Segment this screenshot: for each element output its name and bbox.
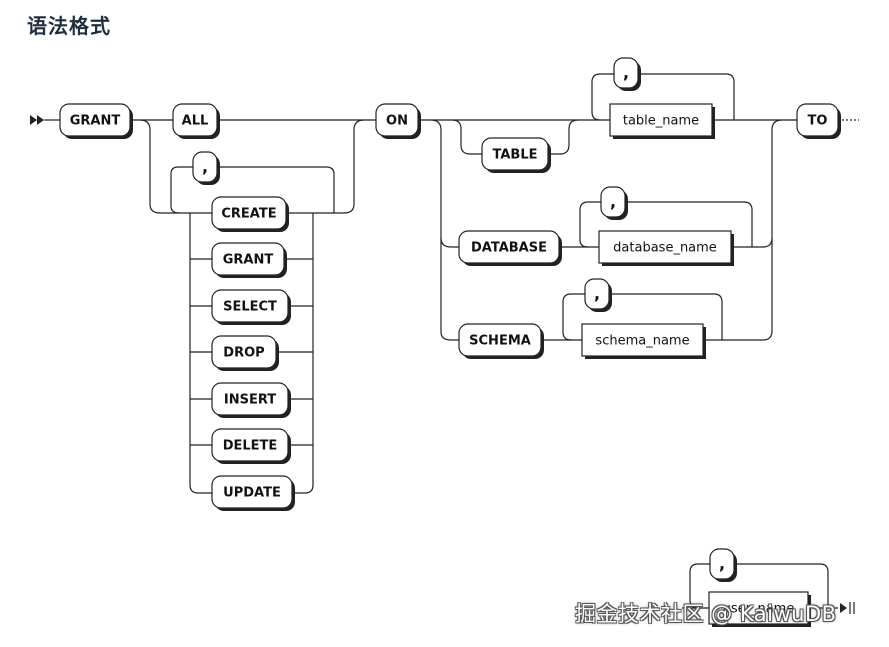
keyword-table-label: TABLE — [493, 148, 538, 163]
keyword-database: DATABASE — [458, 230, 562, 266]
keyword-privilege-create-label: CREATE — [221, 207, 276, 222]
keyword-privilege-drop: DROP — [211, 335, 279, 371]
end-arrow-icon — [840, 603, 847, 613]
keyword-privilege-drop-label: DROP — [223, 346, 264, 361]
separator-comma-user-label: , — [719, 554, 725, 573]
identifier-database-name-label: database_name — [613, 241, 717, 256]
keyword-privilege-insert: INSERT — [211, 382, 291, 418]
keyword-database-label: DATABASE — [471, 241, 547, 256]
separator-comma-database-label: , — [610, 192, 616, 211]
keyword-privilege-delete: DELETE — [211, 428, 291, 464]
keyword-privilege-grant-label: GRANT — [223, 253, 274, 268]
identifier-database-name: database_name — [598, 230, 734, 266]
keyword-schema: SCHEMA — [458, 323, 544, 359]
page-title: 语法格式 — [27, 14, 111, 38]
watermark: 掘金技术社区 @ KaiwuDB — [575, 602, 837, 626]
keyword-schema-label: SCHEMA — [469, 334, 531, 349]
separator-comma-database: , — [600, 186, 628, 220]
keyword-privilege-select-label: SELECT — [223, 300, 277, 315]
separator-comma-privileges: , — [192, 151, 220, 185]
keyword-privilege-create: CREATE — [211, 196, 289, 232]
diagram-lines — [30, 73, 859, 614]
keyword-grant: GRANT — [59, 103, 133, 139]
keyword-privilege-select: SELECT — [211, 289, 291, 325]
separator-comma-schema: , — [584, 278, 612, 312]
keyword-privilege-insert-label: INSERT — [224, 393, 276, 408]
keyword-table: TABLE — [481, 137, 551, 173]
separator-comma-schema-label: , — [594, 284, 600, 303]
identifier-schema-name-label: schema_name — [595, 334, 689, 349]
separator-comma-table-label: , — [623, 63, 629, 82]
keyword-to-label: TO — [808, 114, 828, 129]
separator-comma-privileges-label: , — [202, 157, 208, 176]
identifier-table-name: table_name — [609, 103, 715, 139]
keyword-privilege-update: UPDATE — [211, 475, 295, 511]
keyword-on-label: ON — [386, 114, 408, 129]
identifier-user-name-label: user_name — [723, 602, 795, 617]
identifier-schema-name: schema_name — [581, 323, 706, 359]
keyword-to: TO — [796, 103, 841, 139]
identifier-table-name-label: table_name — [623, 114, 699, 129]
separator-comma-table: , — [613, 57, 641, 91]
keyword-privilege-delete-label: DELETE — [223, 439, 278, 454]
keyword-all-label: ALL — [182, 114, 209, 129]
keyword-all: ALL — [172, 103, 220, 139]
keyword-privilege-update-label: UPDATE — [223, 486, 281, 501]
keyword-privilege-grant: GRANT — [211, 242, 287, 278]
keyword-on: ON — [375, 103, 421, 139]
keyword-grant-label: GRANT — [70, 114, 121, 129]
separator-comma-user: , — [709, 548, 737, 582]
diagram-nodes: GRANT ALL ON TO, CREATE GRANT SELECT DROP INSERT… — [59, 57, 841, 627]
start-arrow-icon — [30, 115, 44, 125]
identifier-user-name: user_name — [708, 591, 811, 627]
